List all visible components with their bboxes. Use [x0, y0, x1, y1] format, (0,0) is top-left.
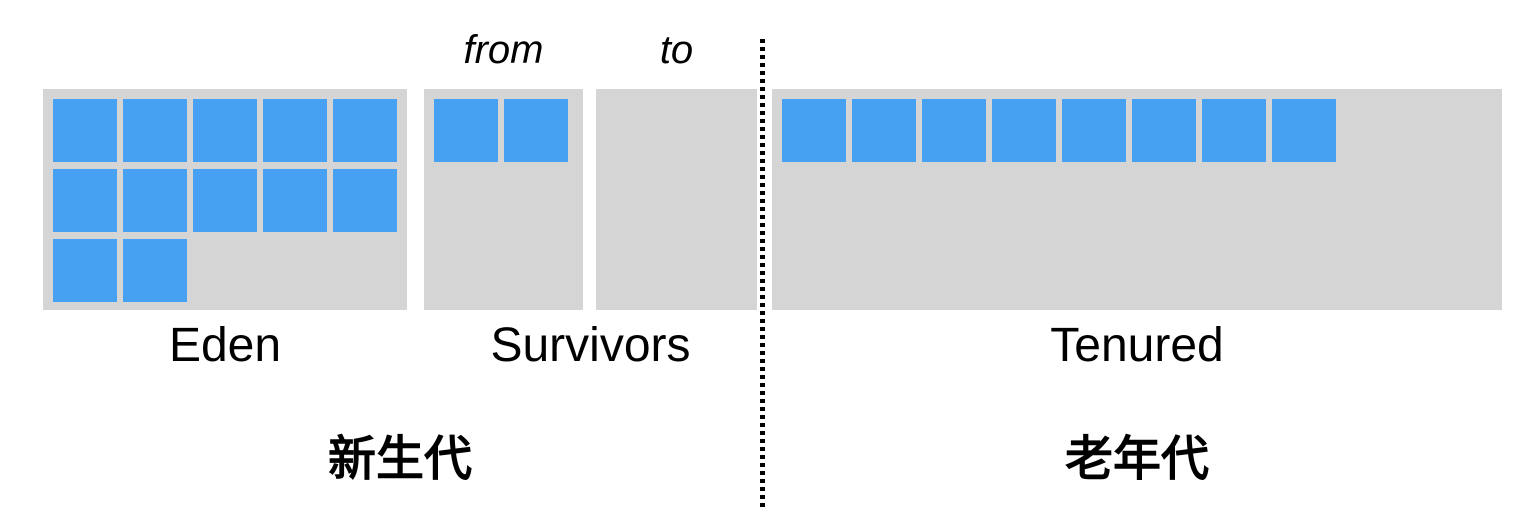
survivor-from-region — [424, 89, 583, 310]
object-cell — [333, 99, 397, 162]
survivor-to-region — [596, 89, 757, 310]
object-cell — [504, 99, 568, 162]
object-cell — [782, 99, 846, 162]
object-cell — [434, 99, 498, 162]
object-cell — [1272, 99, 1336, 162]
object-cell — [1132, 99, 1196, 162]
object-cell — [992, 99, 1056, 162]
object-cell — [1202, 99, 1266, 162]
object-cell — [922, 99, 986, 162]
object-cell — [123, 169, 187, 232]
tenured-caption: Tenured — [1050, 319, 1224, 372]
survivor-to-label: to — [659, 28, 694, 72]
old-generation-label: 老年代 — [1064, 433, 1209, 486]
generation-divider-dotted-line — [760, 39, 765, 507]
object-cell — [1062, 99, 1126, 162]
object-cell — [53, 99, 117, 162]
object-cell — [193, 169, 257, 232]
object-cell — [263, 169, 327, 232]
object-cell — [193, 99, 257, 162]
object-cell — [852, 99, 916, 162]
young-generation-label: 新生代 — [327, 433, 472, 486]
object-cell — [53, 169, 117, 232]
eden-caption: Eden — [168, 319, 282, 372]
object-cell — [263, 99, 327, 162]
survivor-from-label: from — [463, 28, 544, 72]
object-cell — [123, 239, 187, 302]
eden-region — [43, 89, 407, 310]
survivors-caption: Survivors — [490, 319, 691, 372]
object-cell — [123, 99, 187, 162]
object-cell — [333, 169, 397, 232]
object-cell — [53, 239, 117, 302]
tenured-region — [772, 89, 1502, 310]
